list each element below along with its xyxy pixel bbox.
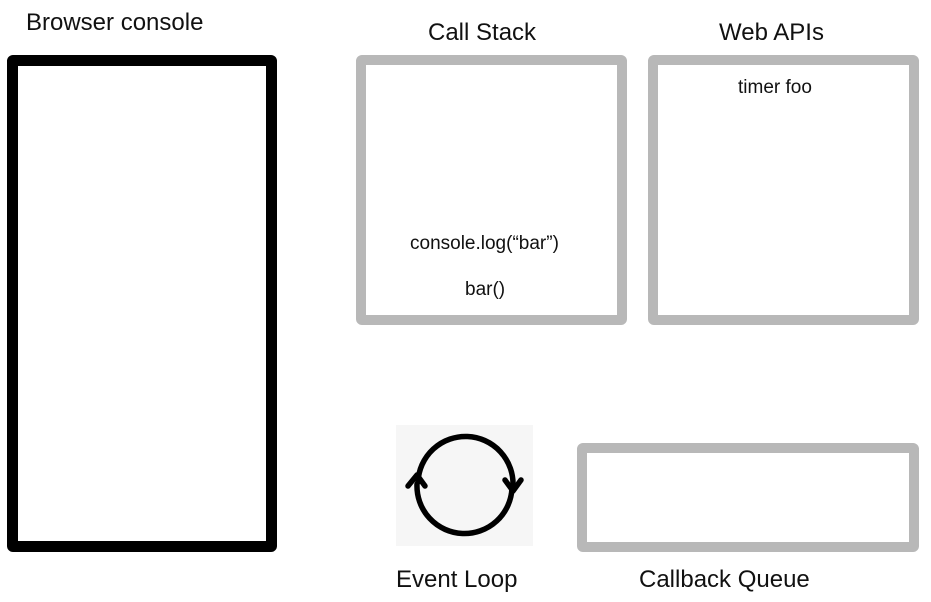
call-stack-frame: bar() [465, 279, 506, 300]
callback-queue-title: Callback Queue [639, 566, 810, 593]
refresh-cycle-icon [405, 433, 524, 537]
call-stack-frame: console.log(“bar”) [410, 233, 559, 254]
call-stack-title: Call Stack [428, 19, 537, 46]
event-loop-label: Event Loop [396, 566, 518, 593]
callback-queue-panel [577, 443, 919, 552]
web-api-item: timer foo [738, 77, 812, 98]
event-loop-icon-tile [396, 425, 533, 546]
browser-console-title: Browser console [26, 9, 204, 36]
web-apis-title: Web APIs [719, 19, 824, 46]
web-apis-panel [648, 55, 919, 325]
call-stack-panel [356, 55, 627, 325]
browser-console-panel [7, 55, 277, 552]
